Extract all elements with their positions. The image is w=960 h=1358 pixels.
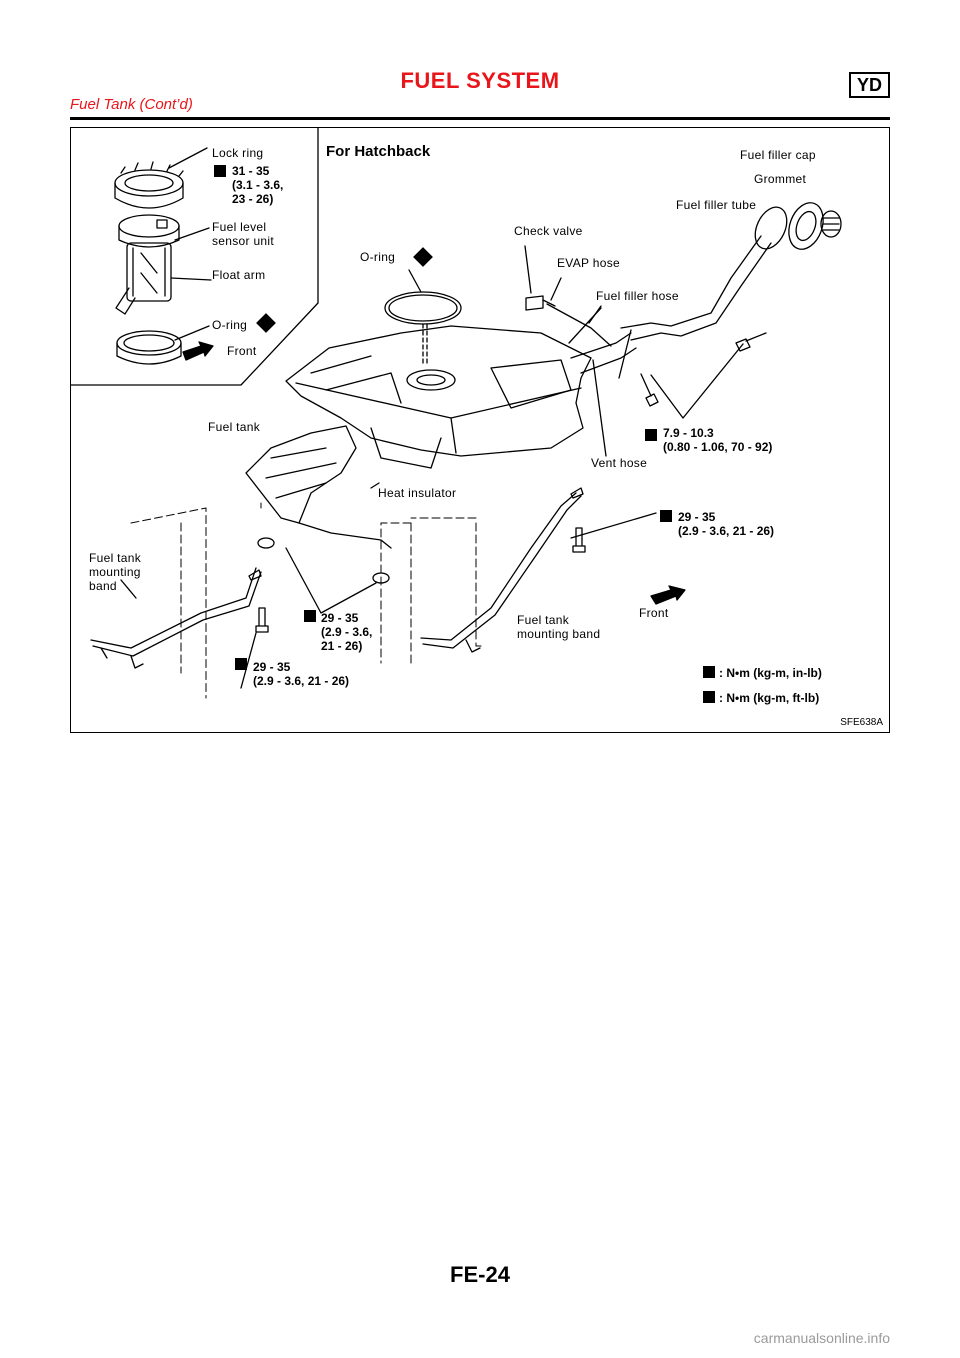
label-lock-ring: Lock ring [212, 146, 264, 160]
label-o-ring-main: O-ring [360, 250, 396, 264]
section-title: FUEL SYSTEM [400, 68, 560, 93]
watermark: carmanualsonline.info [753, 1330, 890, 1346]
discard-icons [256, 247, 433, 333]
label-front-inset: Front [227, 344, 257, 358]
torque-filler-bolts: 7.9 - 10.3 (0.80 - 1.06, 70 - 92) [663, 426, 773, 454]
fuel-tank-part [285, 323, 592, 469]
label-fuel-filler-cap: Fuel filler cap [740, 148, 816, 162]
label-mounting-band-right: Fuel tank mounting band [517, 613, 601, 641]
heat-insulator-part [245, 425, 392, 549]
lock-ring-part [114, 161, 184, 209]
figure-title: For Hatchback [326, 143, 431, 160]
label-fuel-tank: Fuel tank [208, 420, 261, 434]
label-evap-hose: EVAP hose [557, 256, 620, 270]
label-front-main: Front [639, 606, 669, 620]
section-subtitle: Fuel Tank (Cont’d) [70, 96, 193, 113]
torque-band-center: 29 - 35 (2.9 - 3.6, 21 - 26) [321, 611, 373, 653]
torque-lock-ring: 31 - 35 (3.1 - 3.6, 23 - 26) [232, 164, 284, 206]
o-ring-main-part [384, 291, 462, 325]
label-fuel-filler-tube: Fuel filler tube [676, 198, 757, 212]
label-float-arm: Float arm [212, 268, 266, 282]
inset-border [71, 128, 319, 386]
fuel-level-sensor-part [115, 214, 180, 315]
torque-icons [214, 165, 715, 703]
label-grommet: Grommet [754, 172, 807, 186]
header-rule [70, 117, 890, 120]
label-o-ring-inset: O-ring [212, 318, 248, 332]
legend-in-lb: : N•m (kg-m, in-lb) [719, 666, 822, 680]
torque-band-left: 29 - 35 (2.9 - 3.6, 21 - 26) [253, 660, 350, 688]
filler-tube-part [570, 202, 842, 374]
o-ring-inset-part [116, 330, 182, 365]
mounting-band-left-part [90, 567, 262, 669]
label-heat-insulator: Heat insulator [378, 486, 457, 500]
label-mounting-band-left: Fuel tank mounting band [89, 551, 142, 593]
label-vent-hose: Vent hose [591, 456, 648, 470]
front-arrow-inset [182, 341, 214, 361]
torque-band-right: 29 - 35 (2.9 - 3.6, 21 - 26) [678, 510, 775, 538]
exploded-view-figure: For Hatchback Lock ring 31 - 35 (3.1 - 3… [70, 127, 890, 733]
mounting-band-right-part [420, 487, 584, 653]
page-number: FE-24 [450, 1262, 510, 1287]
figure-id: SFE638A [840, 717, 883, 728]
label-fuel-level-sensor-unit: Fuel level sensor unit [212, 220, 274, 248]
legend-ft-lb: : N•m (kg-m, ft-lb) [719, 691, 820, 705]
exploded-view-drawing [71, 128, 842, 703]
filler-bolts [640, 332, 767, 407]
front-arrow-main [650, 585, 686, 605]
label-check-valve: Check valve [514, 224, 583, 238]
engine-code-badge: YD [848, 72, 890, 98]
label-fuel-filler-hose: Fuel filler hose [596, 289, 679, 303]
